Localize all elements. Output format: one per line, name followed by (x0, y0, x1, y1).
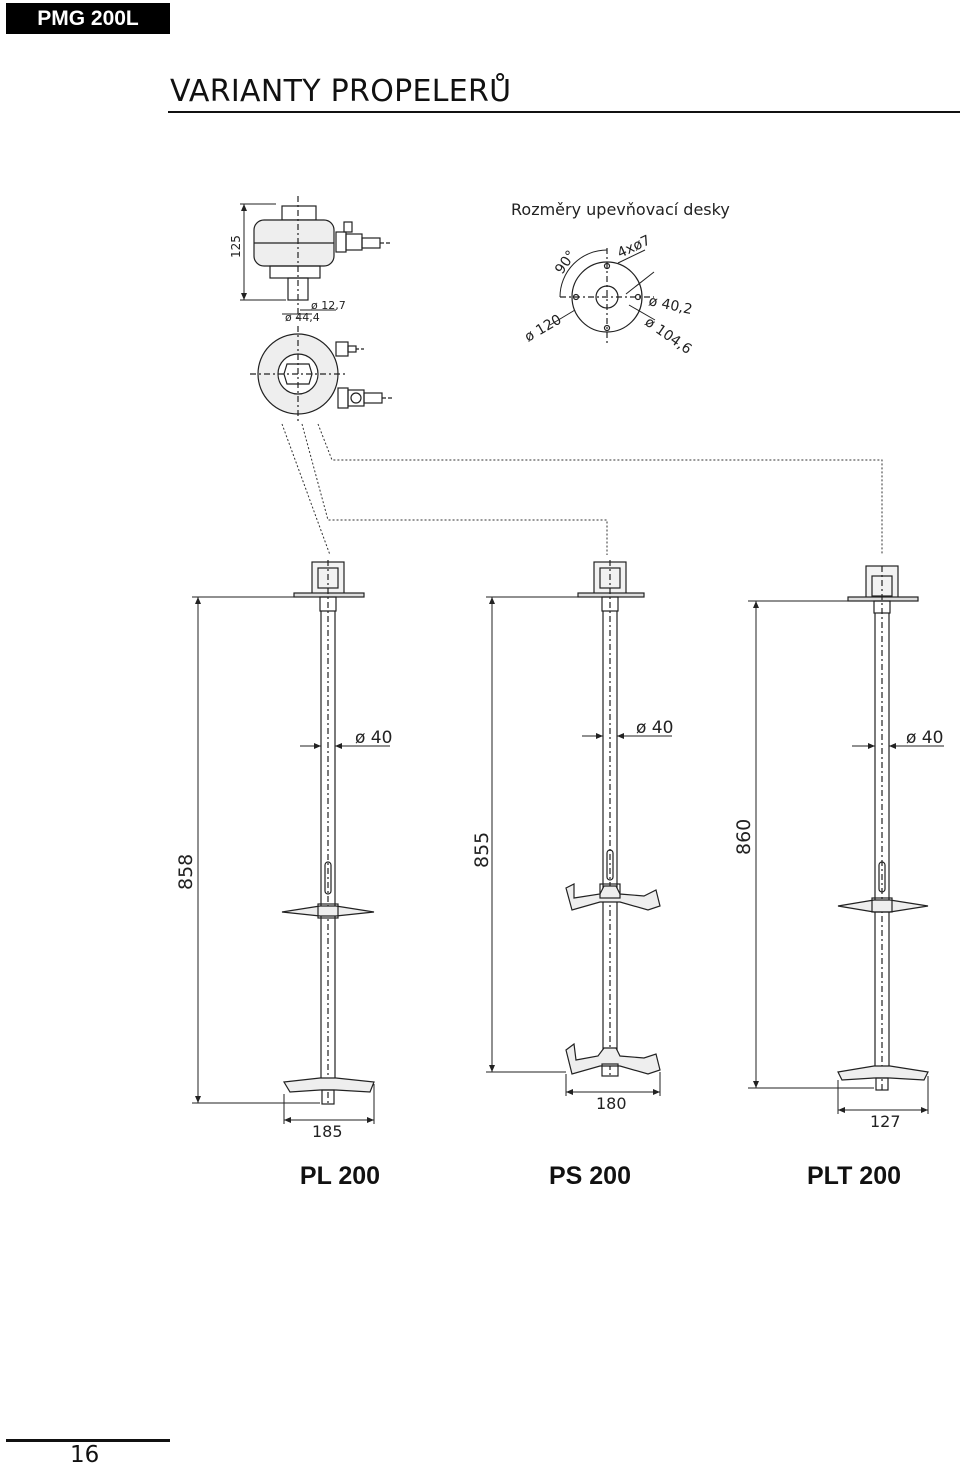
plt-200-length-dimension (748, 600, 874, 1089)
plate-holes-label: 4xø7 (615, 232, 653, 261)
model-label-plt-200: PLT 200 (806, 1162, 902, 1190)
pl-200-width-label: 185 (312, 1122, 343, 1141)
plate-angle-label: 90° (552, 248, 579, 278)
mount-height-label: 125 (229, 235, 243, 258)
plate-title: Rozměry upevňovací desky (511, 200, 730, 219)
title-underline (168, 111, 960, 113)
plate-outer-diameter: ø 120 (522, 312, 564, 346)
mixer-head-side-view (253, 196, 392, 322)
product-badge: PMG 200L (6, 3, 170, 34)
page-title: VARIANTY PROPELERŮ (170, 74, 512, 109)
ps-200-shaft-label: ø 40 (636, 718, 673, 738)
model-label-pl-200: PL 200 (299, 1162, 381, 1190)
ps-200-width-dimension (565, 1072, 661, 1096)
pl-200-length-label: 858 (175, 854, 197, 890)
mount-height-dimension (240, 203, 286, 301)
plt-200-length-label: 860 (733, 819, 755, 855)
plt-200-width-label: 127 (870, 1112, 901, 1131)
mixer-head-top-view (250, 326, 394, 422)
pl-200-width-dimension (283, 1084, 375, 1124)
pl-200-shaft-label: ø 40 (355, 728, 392, 748)
ps-200-length-label: 855 (471, 832, 493, 868)
model-label-ps-200: PS 200 (548, 1162, 631, 1190)
mount-d1-label: ø 12,7 (311, 299, 346, 312)
mounting-plate-diagram (549, 248, 656, 346)
page-number: 16 (70, 1442, 100, 1468)
leader-lines (281, 423, 883, 556)
variant-pl-200 (281, 560, 375, 1106)
pl-200-length-dimension (192, 596, 320, 1104)
mount-diameter-dims (282, 309, 336, 315)
mount-d2-label: ø 44,4 (285, 311, 320, 324)
page-number-rule (6, 1439, 170, 1442)
plt-200-shaft-label: ø 40 (906, 728, 943, 748)
plt-200-width-dimension (837, 1076, 929, 1114)
ps-200-length-dimension (486, 596, 578, 1073)
variant-plt-200 (837, 565, 929, 1091)
plate-pitch-diameter: ø 104,6 (642, 314, 695, 358)
variant-ps-200 (565, 560, 661, 1078)
ps-200-width-label: 180 (596, 1094, 627, 1113)
plate-inner-diameter: ø 40,2 (647, 293, 694, 318)
